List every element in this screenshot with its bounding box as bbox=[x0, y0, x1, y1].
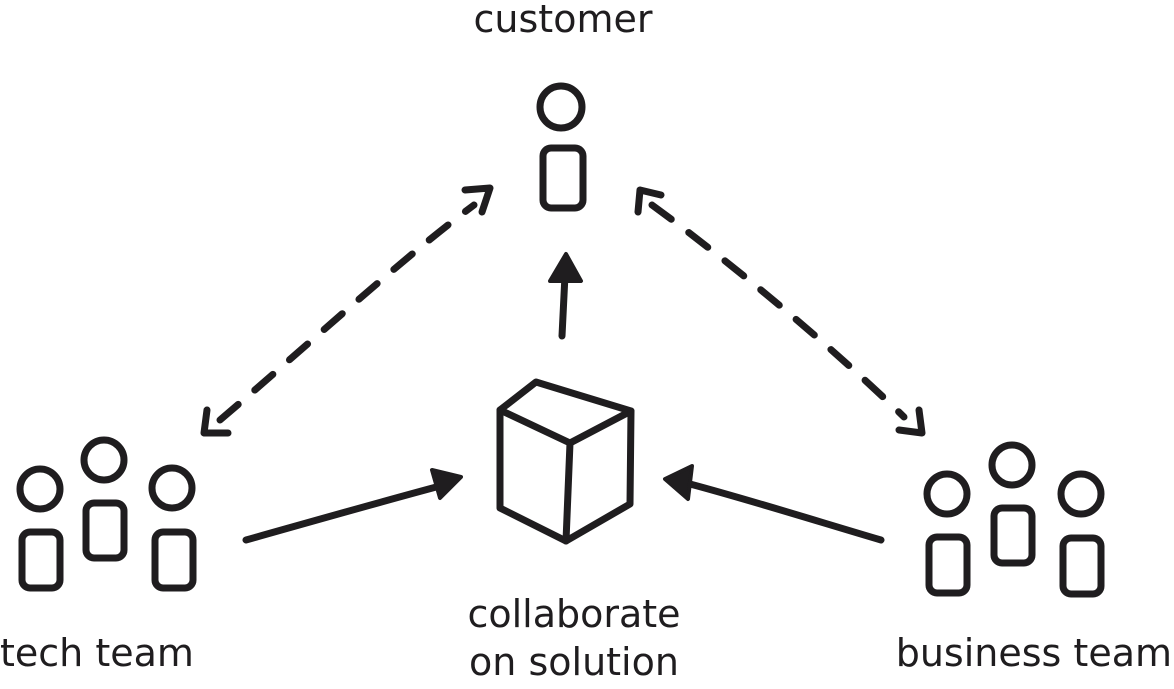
cube-top-face bbox=[496, 378, 635, 447]
arrow-head-customer bbox=[461, 184, 494, 216]
dashed-line bbox=[648, 201, 908, 421]
person-body bbox=[82, 499, 128, 562]
dashed-line bbox=[216, 201, 478, 424]
arrow-business-team-to-solution bbox=[663, 464, 885, 544]
arrow-shaft bbox=[242, 482, 444, 544]
business-team-group-icon bbox=[923, 441, 1105, 598]
tech-team-label: tech team bbox=[0, 631, 194, 675]
person-head bbox=[148, 464, 196, 512]
arrow-head-tech bbox=[200, 406, 232, 437]
arrow-head bbox=[548, 252, 583, 283]
customer-person-icon bbox=[536, 82, 587, 212]
arrow-head bbox=[663, 464, 694, 501]
dashed-arrow-customer-business-team bbox=[634, 186, 926, 437]
business-team-label: business team bbox=[895, 631, 1172, 675]
person-head bbox=[1057, 470, 1105, 518]
person-head bbox=[536, 82, 586, 132]
arrow-solution-to-customer bbox=[548, 252, 583, 340]
arrow-tech-team-to-solution bbox=[242, 468, 463, 544]
arrow-shaft bbox=[558, 271, 569, 340]
person-body bbox=[925, 533, 971, 597]
arrow-shaft bbox=[686, 480, 885, 544]
person-head bbox=[80, 436, 128, 484]
person-head bbox=[988, 441, 1036, 489]
solution-label-line2: on solution bbox=[469, 640, 679, 684]
person-body bbox=[1059, 534, 1105, 598]
person-body bbox=[18, 528, 64, 592]
tech-team-group-icon bbox=[16, 436, 197, 592]
person-body bbox=[539, 144, 587, 212]
person-body bbox=[990, 504, 1036, 567]
cube-right-face bbox=[562, 407, 635, 545]
arrow-head-customer bbox=[634, 186, 665, 216]
solution-label-line1: collaborate bbox=[467, 592, 681, 636]
solution-cube-icon bbox=[496, 378, 635, 545]
solution-label: collaborate on solution bbox=[0, 590, 1148, 686]
customer-label: customer bbox=[473, 0, 653, 41]
arrow-head-business bbox=[895, 406, 926, 437]
person-head bbox=[16, 465, 64, 513]
person-body bbox=[151, 528, 197, 592]
cube-left-face bbox=[496, 406, 570, 545]
person-head bbox=[923, 470, 971, 518]
dashed-arrow-customer-tech-team bbox=[200, 184, 494, 437]
arrow-head bbox=[430, 468, 463, 500]
